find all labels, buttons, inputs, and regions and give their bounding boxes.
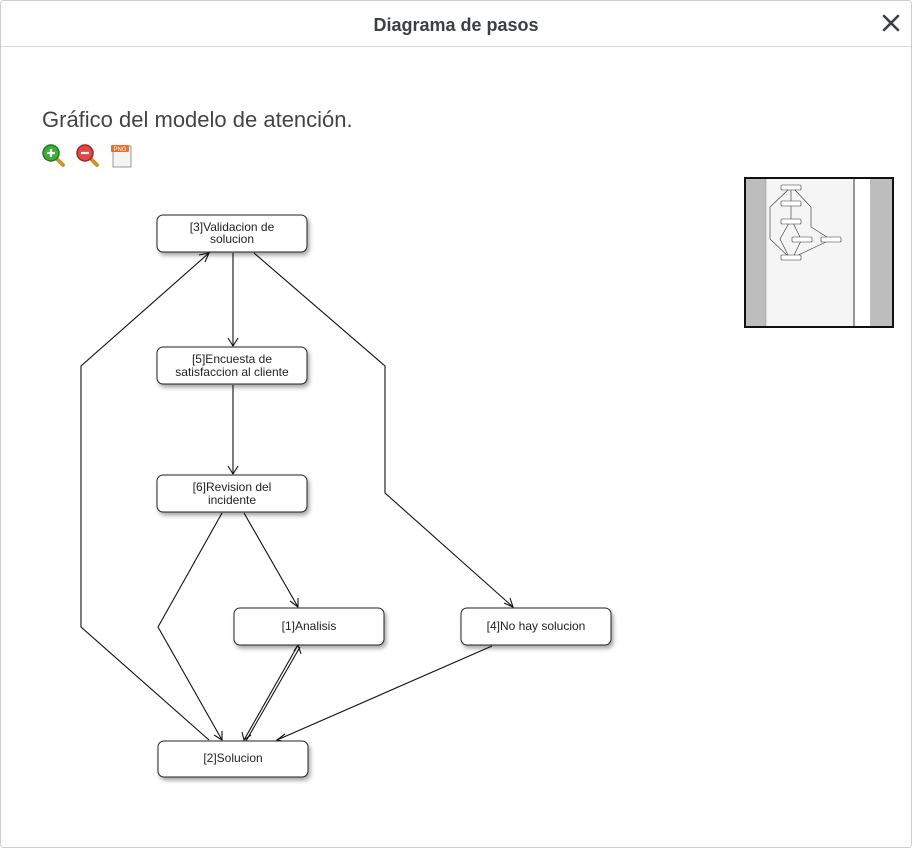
export-png-button[interactable]: PNG bbox=[109, 143, 135, 169]
diagram-canvas: [3]Validacion de solucion [5]Encuesta de… bbox=[80, 214, 612, 778]
node-2[interactable] bbox=[157, 740, 309, 778]
node-3[interactable] bbox=[156, 214, 308, 253]
node-5-label-line1: [5]Encuesta de bbox=[192, 352, 272, 366]
diagram-edges bbox=[80, 252, 514, 743]
edge-2-3 bbox=[80, 252, 210, 741]
node-1-label: [1]Analisis bbox=[282, 619, 337, 633]
zoom-out-button[interactable] bbox=[75, 143, 101, 169]
close-icon bbox=[882, 14, 900, 32]
diagram-minimap[interactable] bbox=[744, 177, 894, 328]
dialog-title: Diagrama de pasos bbox=[373, 15, 539, 35]
node-4[interactable] bbox=[460, 607, 612, 646]
zoom-in-icon bbox=[42, 144, 65, 167]
zoom-in-button[interactable] bbox=[41, 143, 67, 169]
node-6-label-line2: incidente bbox=[208, 493, 256, 507]
node-6-label-line1: [6]Revision del bbox=[193, 480, 272, 494]
page-subtitle: Gráfico del modelo de atención. bbox=[42, 107, 353, 132]
dialog-header: Diagrama de pasos bbox=[1, 1, 911, 47]
node-5-label-line2: satisfaccion al cliente bbox=[175, 365, 289, 379]
node-4-label: [4]No hay solucion bbox=[487, 619, 586, 633]
edge-6-1 bbox=[243, 512, 299, 608]
close-button[interactable] bbox=[879, 11, 903, 35]
minimap-canvas bbox=[746, 179, 892, 326]
png-label: PNG bbox=[113, 147, 126, 153]
edge-4-2 bbox=[276, 645, 493, 741]
zoom-out-icon bbox=[76, 144, 99, 167]
node-1[interactable] bbox=[233, 607, 385, 646]
edge-1-2 bbox=[243, 644, 299, 741]
node-3-label-line2: solucion bbox=[210, 232, 254, 246]
node-5[interactable] bbox=[156, 346, 308, 385]
node-2-label: [2]Solucion bbox=[203, 751, 262, 765]
edge-6-2 bbox=[157, 512, 223, 741]
png-file-icon: PNG bbox=[111, 145, 132, 168]
edge-3-4 bbox=[253, 252, 514, 608]
node-6[interactable] bbox=[156, 474, 308, 513]
node-3-label-line1: [3]Validacion de bbox=[190, 220, 275, 234]
